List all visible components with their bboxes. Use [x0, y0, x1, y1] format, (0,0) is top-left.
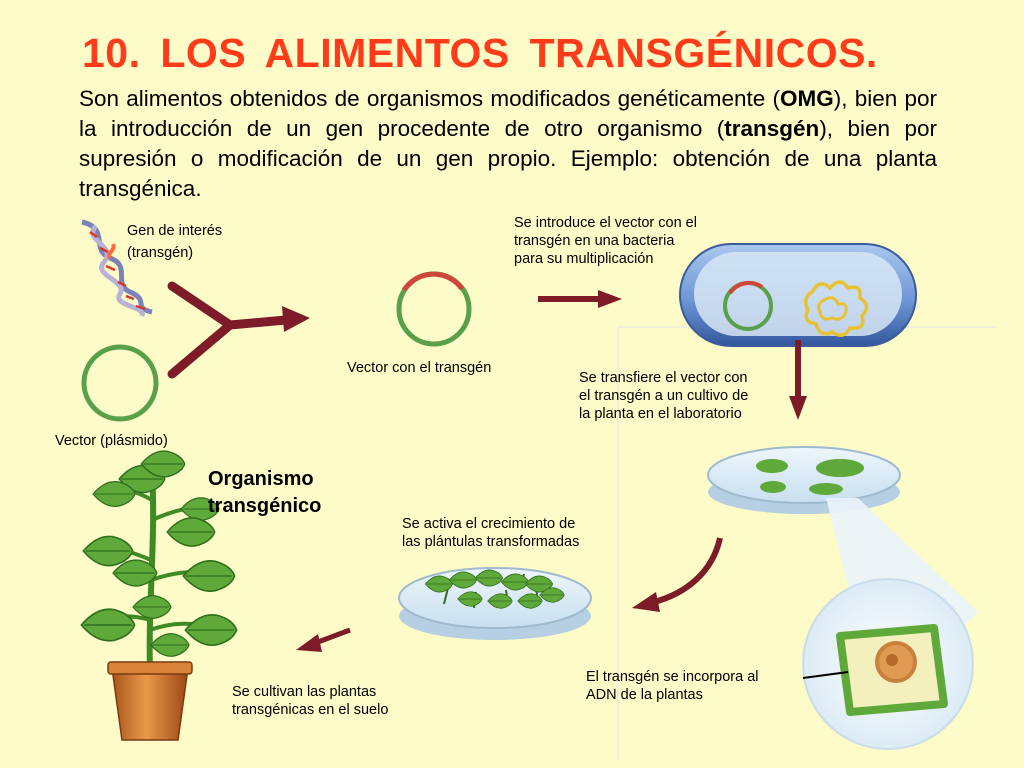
label-growth-step: Se activa el crecimiento de las plántula…: [402, 516, 580, 550]
label-vector-with-transgene: Vector con el transgén: [347, 360, 492, 376]
label-transgenic-organism: Organismo transgénico: [208, 468, 322, 517]
page-title: 10. LOS ALIMENTOS TRANSGÉNICOS.: [82, 30, 878, 76]
bacteria-icon: [679, 243, 917, 347]
plasmid-with-transgene-icon: [396, 271, 472, 347]
label-bacteria-step: Se introduce el vector con el transgén e…: [514, 215, 697, 267]
petri-dish-icon: [707, 446, 901, 514]
intro-paragraph: Son alimentos obtenidos de organismos mo…: [79, 86, 937, 201]
label-incorporate-step: El transgén se incorpora al ADN de la pl…: [586, 669, 759, 703]
dna-icon: [81, 219, 153, 317]
arrow-to-seedlings: [632, 537, 723, 612]
label-transfer-step: Se transfiere el vector con el transgén …: [579, 370, 749, 422]
label-gene-of-interest: Gen de interés (transgén): [127, 223, 223, 261]
transgene-term: transgén: [724, 116, 820, 141]
potted-plant-icon: [80, 450, 238, 741]
arrow-to-bacteria: [538, 290, 622, 308]
omg-term: OMG: [779, 86, 834, 111]
plant-cell-icon: [802, 578, 974, 750]
plasmid-icon: [81, 344, 159, 422]
seedlings-dish-icon: [398, 567, 592, 640]
label-vector-plasmid: Vector (plásmido): [55, 433, 168, 449]
arrow-to-culture: [789, 340, 807, 420]
pointer-line: [802, 671, 849, 679]
arrow-to-plant: [296, 627, 351, 652]
merge-arrow: [167, 281, 310, 379]
label-cultivate-step: Se cultivan las plantas transgénicas en …: [232, 684, 389, 718]
